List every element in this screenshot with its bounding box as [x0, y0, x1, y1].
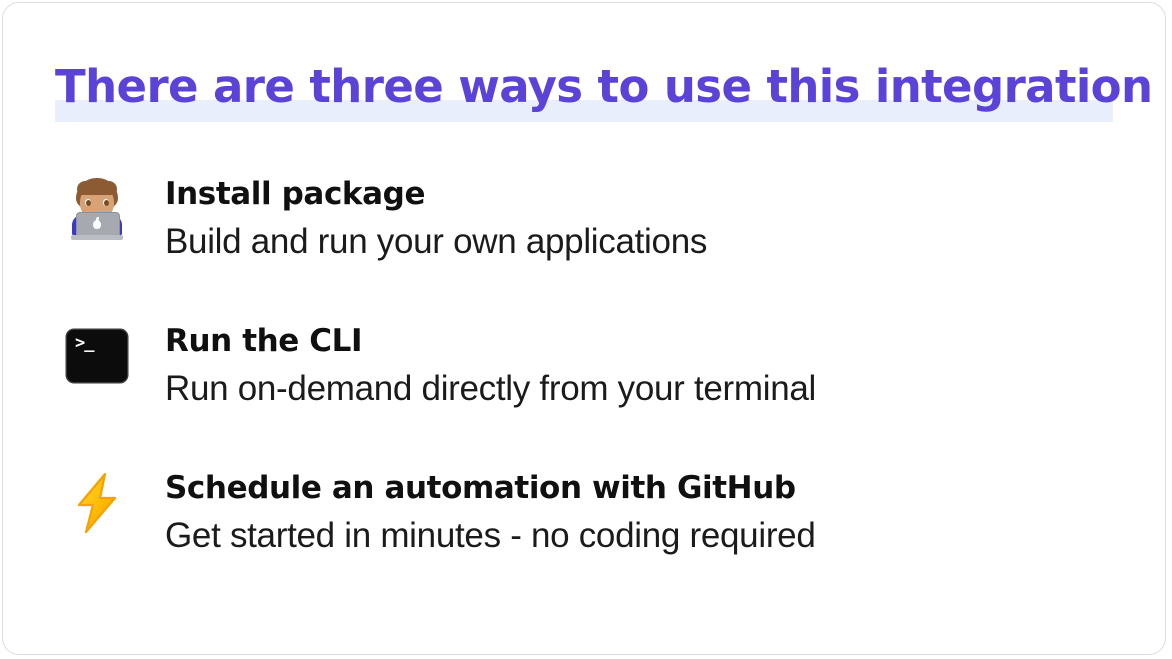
feature-heading: Install package — [165, 176, 426, 212]
man-technologist-icon — [63, 175, 131, 243]
feature-row-schedule-automation: Schedule an automation with GitHub Get s… — [3, 465, 1165, 612]
feature-description: Build and run your own applications — [165, 222, 708, 261]
feature-list: Install package Build and run your own a… — [3, 171, 1165, 612]
feature-text-install-package: Install package Build and run your own a… — [165, 171, 1135, 267]
feature-description: Run on-demand directly from your termina… — [165, 369, 817, 408]
terminal-icon: >_ — [63, 322, 131, 390]
high-voltage-icon — [63, 469, 131, 537]
feature-row-run-cli: >_ Run the CLI Run on-demand directly fr… — [3, 318, 1165, 465]
title-highlight-band — [55, 100, 1113, 122]
feature-row-install-package: Install package Build and run your own a… — [3, 171, 1165, 318]
terminal-prompt-text: >_ — [75, 333, 95, 353]
feature-heading: Schedule an automation with GitHub — [165, 470, 796, 506]
feature-description: Get started in minutes - no coding requi… — [165, 516, 816, 555]
feature-heading: Run the CLI — [165, 323, 363, 359]
feature-text-run-cli: Run the CLI Run on-demand directly from … — [165, 318, 1135, 414]
page-title: There are three ways to use this integra… — [55, 60, 1153, 113]
slide-title-container: There are three ways to use this integra… — [55, 55, 1153, 125]
feature-text-schedule-automation: Schedule an automation with GitHub Get s… — [165, 465, 1135, 561]
